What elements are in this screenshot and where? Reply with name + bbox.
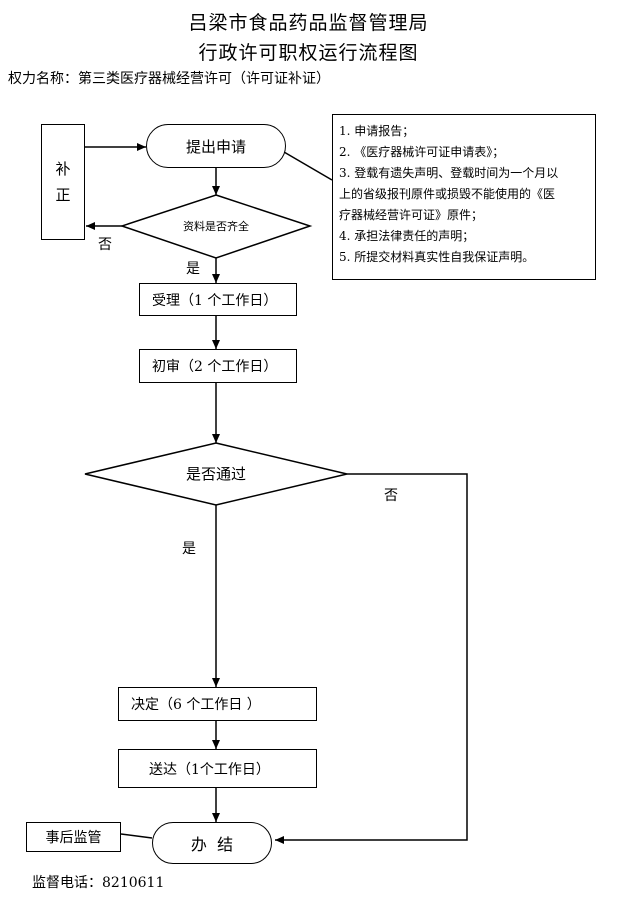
supervision-phone: 监督电话：8210611 <box>32 875 165 891</box>
material-item: 4. 承担法律责任的声明； <box>339 229 475 243</box>
check-complete-label: 资料是否齐全 <box>183 219 249 233</box>
material-item: 1. 申请报告； <box>339 124 415 138</box>
finish-node: 办 结 <box>152 822 272 864</box>
first-review-label: 初审（2 个工作日） <box>152 359 278 375</box>
decision-node: 决定（6 个工作日 ） <box>118 687 317 721</box>
line-supervision-to-finish <box>120 833 153 839</box>
material-item: 疗器械经营许可证》原件； <box>339 208 484 222</box>
page-title: 吕梁市食品药品监督管理局 <box>188 12 429 34</box>
finish-label: 办 结 <box>190 835 234 854</box>
post-supervision-box: 事后监管 <box>26 822 121 852</box>
post-supervision-label: 事后监管 <box>45 830 102 846</box>
decision-check-complete <box>119 194 313 259</box>
pass-check-yes-label: 是 <box>182 541 196 557</box>
material-item: 3. 登载有遗失声明、登载时间为一个月以 <box>339 166 559 180</box>
check-complete-yes-label: 是 <box>186 261 200 277</box>
supplement-box: 补 正 <box>41 124 85 240</box>
power-name: 权力名称：第三类医疗器械经营许可（许可证补证） <box>8 71 330 87</box>
submit-application-node: 提出申请 <box>146 124 286 168</box>
material-item: 2. 《医疗器械许可证申请表》； <box>339 145 505 159</box>
accept-label: 受理（1 个工作日） <box>152 292 278 309</box>
first-review-node: 初审（2 个工作日） <box>139 349 297 383</box>
pass-check-label: 是否通过 <box>186 465 246 483</box>
delivery-node: 送达（1个工作日） <box>118 749 317 788</box>
material-item: 上的省级报刊原件或损毁不能使用的《医 <box>339 187 556 201</box>
delivery-label: 送达（1个工作日） <box>149 761 270 778</box>
decision-label: 决定（6 个工作日 ） <box>131 697 261 713</box>
pass-check-no-label: 否 <box>384 488 398 504</box>
required-materials-note: 1. 申请报告； 2. 《医疗器械许可证申请表》； 3. 登载有遗失声明、登载时… <box>332 114 596 280</box>
arrow-pass-no <box>275 473 468 844</box>
accept-node: 受理（1 个工作日） <box>139 283 297 316</box>
material-item: 5. 所提交材料真实性自我保证声明。 <box>339 250 535 264</box>
page-subtitle: 行政许可职权运行流程图 <box>198 42 419 64</box>
line-submit-to-materials <box>283 151 333 181</box>
submit-application-label: 提出申请 <box>185 137 246 156</box>
decision-pass-check <box>84 442 348 506</box>
check-complete-no-label: 否 <box>98 237 112 253</box>
